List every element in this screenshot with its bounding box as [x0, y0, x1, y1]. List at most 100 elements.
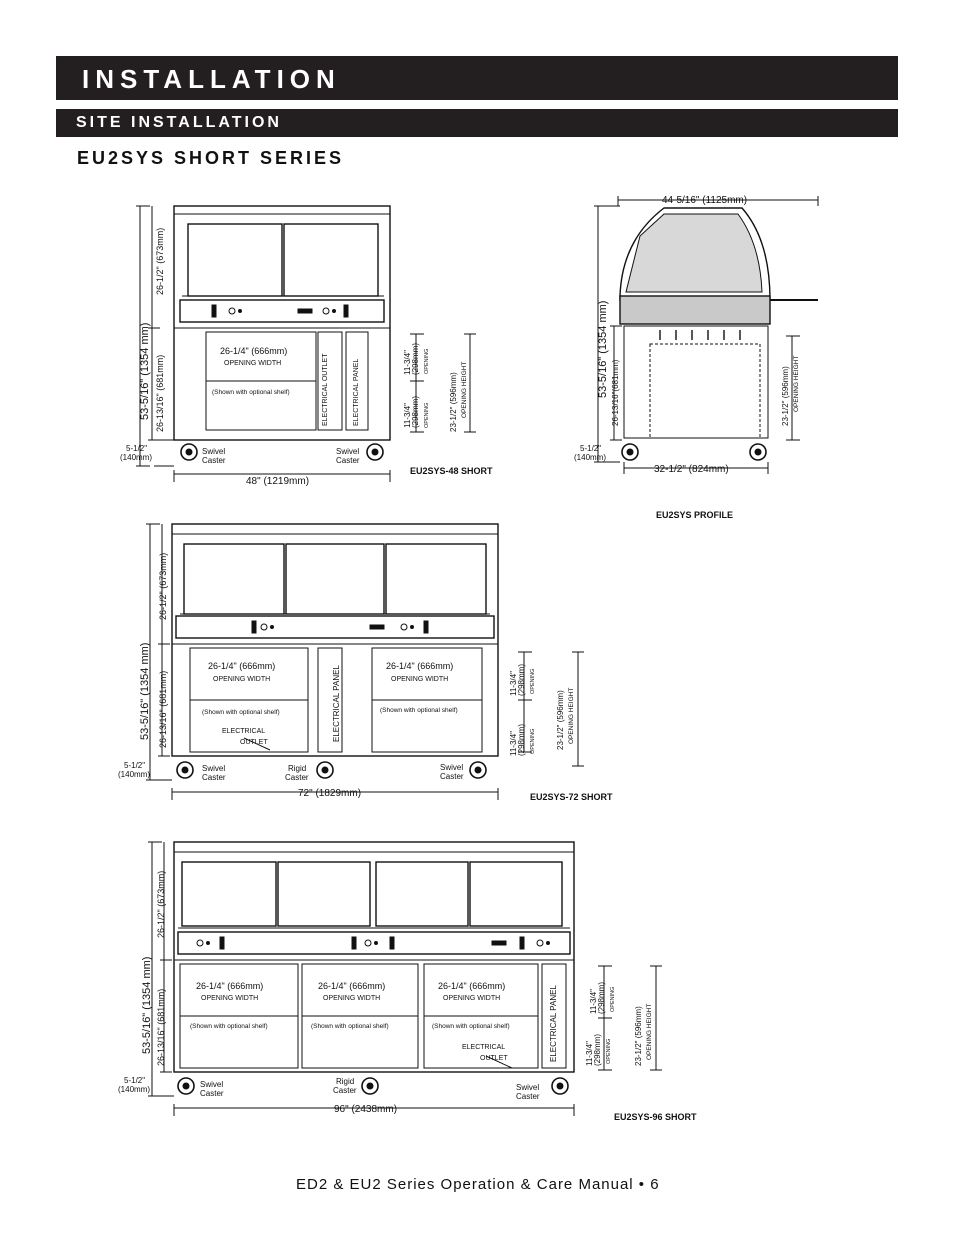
section-title: SITE INSTALLATION [56, 109, 898, 137]
d72-lower-height: 26-13/16" (681mm) [158, 671, 168, 748]
d72-opening-bottom: OPENING [530, 729, 536, 754]
d72-opening-width-1: 26-1/4" (666mm) [208, 661, 275, 671]
d96-upper-height: 26-1/2" (673mm) [156, 871, 166, 938]
d48-caster-right: Caster [336, 456, 360, 465]
d72-caster-left: Caster [202, 773, 226, 782]
profile-lower-height: 26-13/16"(681mm) [611, 359, 620, 426]
d72-electrical: ELECTRICAL [222, 728, 265, 735]
d48-shelf-note: (Shown with optional shelf) [212, 389, 290, 396]
d48-opening-top: OPENING [424, 349, 430, 374]
d96-half-b: (298mm) [597, 982, 606, 1014]
d96-half-a2: 11-3/4" [585, 1041, 594, 1066]
d48-caption: EU2SYS-48 SHORT [410, 466, 493, 476]
d72-caster-a: 5-1/2" [124, 761, 145, 770]
d96-electrical-panel: ELECTRICAL PANEL [549, 985, 558, 1062]
d72-caster-right: Caster [440, 772, 464, 781]
d72-opening-width-label-1: OPENING WIDTH [213, 676, 270, 683]
profile-caption: EU2SYS PROFILE [656, 510, 733, 520]
d48-lower-height: 26-13/16" (681mm) [155, 355, 165, 432]
d72-half-a2: 11-3/4" [509, 731, 518, 756]
d48-opening-height-dim: 23-1/2" (596mm) [449, 372, 458, 432]
d96-opening-width-2: 26-1/4" (666mm) [318, 981, 385, 991]
d96-outlet: OUTLET [480, 1055, 508, 1062]
d48-half-b2: (298mm) [411, 396, 420, 428]
profile-opening-height: OPENING HEIGHT [793, 356, 800, 412]
d48-upper-height: 26-1/2" (673mm) [155, 228, 165, 295]
d96-shelf-note-2: (Shown with optional shelf) [311, 1023, 389, 1030]
profile-caster-a: 5-1/2" [580, 444, 601, 453]
d96-opening-width-label-3: OPENING WIDTH [443, 995, 500, 1002]
d48-swivel-left: Swivel [202, 447, 225, 456]
d48-half-a2: 11-3/4" [403, 403, 412, 428]
d48-electrical-panel: ELECTRICAL PANEL [353, 359, 360, 426]
d96-caster-mid: Caster [333, 1086, 357, 1095]
d96-overall-height: 53-5/16" (1354 mm) [141, 957, 153, 1054]
d72-shelf-note-2: (Shown with optional shelf) [380, 707, 458, 714]
drawing-eu2sys-72 [146, 523, 584, 800]
d48-swivel-right: Swivel [336, 447, 359, 456]
d96-caster-right: Caster [516, 1092, 540, 1101]
page-footer: ED2 & EU2 Series Operation & Care Manual… [296, 1176, 660, 1193]
d96-caster-a: 5-1/2" [124, 1076, 145, 1085]
d72-caster-b: (140mm) [118, 770, 150, 779]
d72-opening-height: OPENING HEIGHT [568, 688, 575, 744]
d48-opening-bottom: OPENING [424, 403, 430, 428]
d96-shelf-note-1: (Shown with optional shelf) [190, 1023, 268, 1030]
d96-electrical: ELECTRICAL [462, 1044, 505, 1051]
d72-width: 72" (1829mm) [298, 788, 361, 799]
d48-electrical-outlet: ELECTRICAL OUTLET [322, 353, 329, 426]
drawing-eu2sys-96 [148, 841, 662, 1116]
d96-lower-height: 26-13/16" (681mm) [156, 989, 166, 1066]
d72-opening-width-label-2: OPENING WIDTH [391, 676, 448, 683]
d96-opening-width-3: 26-1/4" (666mm) [438, 981, 505, 991]
drawing-eu2sys-profile [594, 196, 819, 474]
d48-half-a: 11-3/4" [403, 350, 412, 375]
d72-electrical-panel: ELECTRICAL PANEL [332, 665, 341, 742]
d72-half-b2: (298mm) [517, 724, 526, 756]
d72-half-b: (298mm) [517, 664, 526, 696]
profile-depth: 44-5/16" (1125mm) [662, 195, 747, 206]
d96-swivel-right: Swivel [516, 1083, 539, 1092]
d96-caption: EU2SYS-96 SHORT [614, 1112, 697, 1122]
d72-outlet: OUTLET [240, 739, 268, 746]
d96-caster-b: (140mm) [118, 1085, 150, 1094]
d72-half-a: 11-3/4" [509, 671, 518, 696]
d48-caster-b: (140mm) [120, 453, 152, 462]
drawing-eu2sys-48 [136, 205, 476, 482]
d96-opening-width-1: 26-1/4" (666mm) [196, 981, 263, 991]
profile-base: 32-1/2" (824mm) [654, 464, 729, 475]
d48-caster-left: Caster [202, 456, 226, 465]
profile-overall-height: 53-5/16" (1354 mm) [597, 301, 609, 398]
d72-shelf-note-1: (Shown with optional shelf) [202, 709, 280, 716]
page-title: INSTALLATION [56, 56, 898, 100]
profile-opening-height-dim: 23-1/2" (596mm) [781, 366, 790, 426]
d48-overall-height: 53-5/16" (1354 mm) [139, 323, 151, 420]
d72-swivel-left: Swivel [202, 764, 225, 773]
d48-width: 48" (1219mm) [246, 476, 309, 487]
d96-rigid: Rigid [336, 1077, 354, 1086]
d96-width: 96" (2438mm) [334, 1104, 397, 1115]
d96-caster-left: Caster [200, 1089, 224, 1098]
d96-opening-width-label-1: OPENING WIDTH [201, 995, 258, 1002]
d72-opening-top: OPENING [530, 669, 536, 694]
d48-opening-width-label: OPENING WIDTH [224, 360, 281, 367]
d96-half-a: 11-3/4" [589, 989, 598, 1014]
d72-opening-height-dim: 23-1/2" (596mm) [556, 690, 565, 750]
d48-opening-width: 26-1/4" (666mm) [220, 346, 287, 356]
d72-rigid: Rigid [288, 764, 306, 773]
d96-opening-top: OPENING [610, 987, 616, 1012]
d96-swivel-left: Swivel [200, 1080, 223, 1089]
profile-caster-b: (140mm) [574, 453, 606, 462]
d96-half-b2: (298mm) [593, 1034, 602, 1066]
d72-swivel-right: Swivel [440, 763, 463, 772]
d96-shelf-note-3: (Shown with optional shelf) [432, 1023, 510, 1030]
d72-upper-height: 26-1/2" (673mm) [158, 553, 168, 620]
d96-opening-height-dim: 23-1/2" (596mm) [634, 1006, 643, 1066]
d48-half-b: (298mm) [411, 343, 420, 375]
d72-caption: EU2SYS-72 SHORT [530, 792, 613, 802]
d96-opening-bottom: OPENING [606, 1039, 612, 1064]
series-title: EU2SYS SHORT SERIES [77, 148, 345, 168]
d72-overall-height: 53-5/16" (1354 mm) [139, 643, 151, 740]
d96-opening-height: OPENING HEIGHT [646, 1004, 653, 1060]
